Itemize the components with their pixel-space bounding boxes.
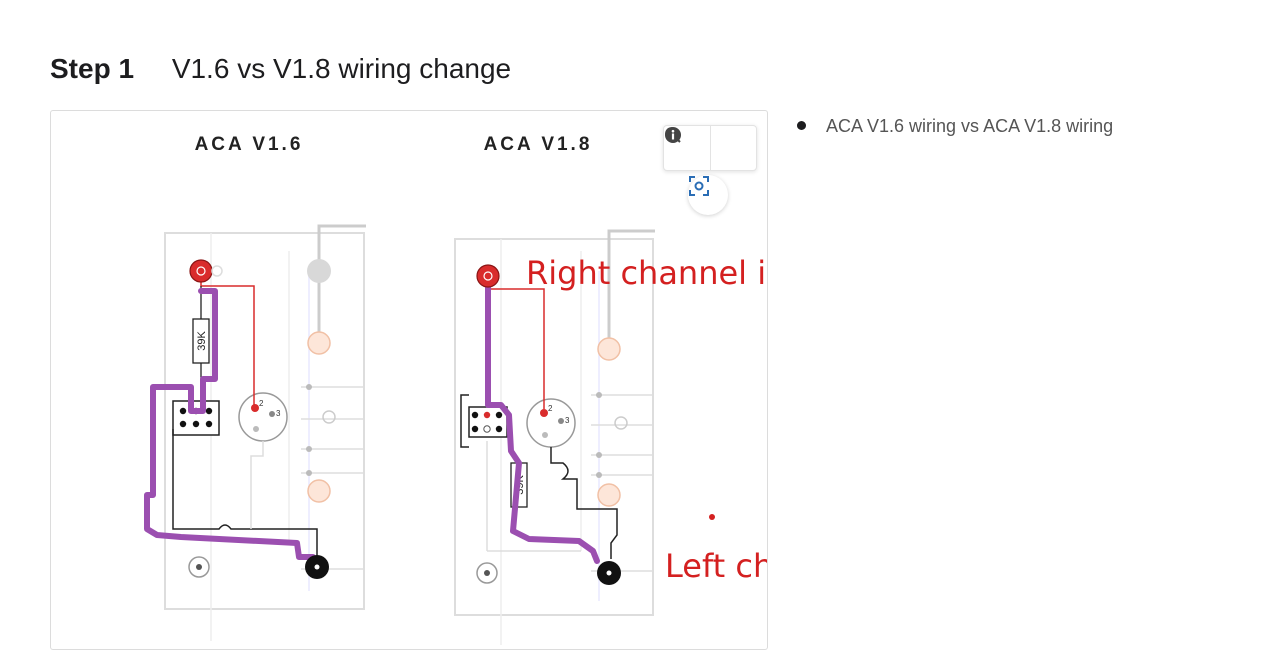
annotation-left-channel-output: Left channel output (665, 547, 767, 585)
image-toolbar (663, 125, 757, 171)
left-panel-title: ACA V1.6 (195, 134, 304, 155)
left-board: 39K 2 3 (144, 224, 366, 641)
annotation-right-channel-input: Right channel input (526, 254, 767, 292)
right-jack-pin-2: 2 (548, 404, 553, 413)
info-icon (665, 127, 681, 143)
left-resistor-label: 39K (196, 331, 208, 351)
info-button[interactable] (665, 126, 757, 170)
annotation-dot (709, 514, 715, 520)
step-heading: V1.6 vs V1.8 wiring change (171, 53, 512, 84)
left-jack-pin-3: 3 (276, 409, 281, 418)
step-title: Step 1 V1.6 vs V1.8 wiring change (50, 52, 511, 86)
step-image[interactable]: ACA V1.6 39K (50, 110, 768, 650)
bullet-item: ACA V1.6 wiring vs ACA V1.8 wiring (796, 114, 1113, 138)
fit-to-screen-button[interactable] (688, 175, 728, 215)
step-label: Step 1 (50, 53, 135, 84)
left-jack-pin-2: 2 (259, 399, 264, 408)
right-board: 2 3 39K (454, 229, 655, 645)
right-jack-pin-3: 3 (565, 416, 570, 425)
step-bullet-list: ACA V1.6 wiring vs ACA V1.8 wiring (796, 114, 1113, 138)
right-panel-title: ACA V1.8 (484, 134, 593, 155)
wiring-diagram: ACA V1.6 39K (144, 134, 767, 645)
fit-to-screen-icon (689, 176, 709, 196)
